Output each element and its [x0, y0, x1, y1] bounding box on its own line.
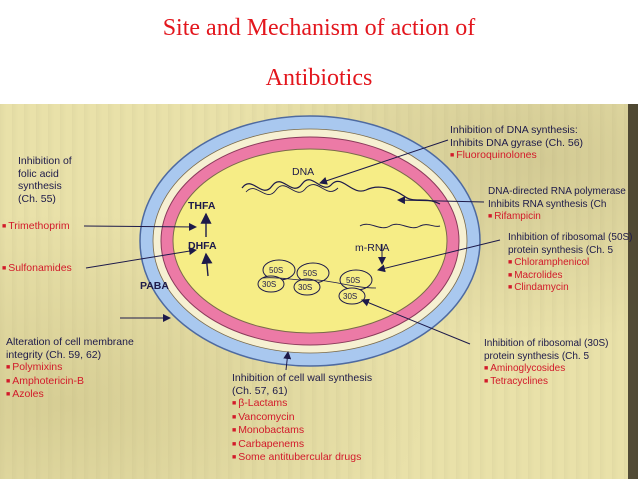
cell-membrane-heading: Alteration of cell membrane integrity (C… [6, 336, 134, 402]
ribosome30s-heading: Inhibition of ribosomal (30S) protein sy… [484, 338, 609, 388]
ribosome50s-heading: Inhibition of ribosomal (50S) protein sy… [508, 232, 633, 295]
folic-acid-heading: Inhibition of folic acid synthesis (Ch. … [18, 155, 72, 205]
aminoglycosides-drug: Aminoglycosides [484, 363, 609, 376]
ribosome-group-1 [257, 259, 296, 293]
mrna-label: m-RNA [355, 242, 390, 254]
trimethoprim-drug: Trimethoprim [2, 220, 69, 234]
vancomycin-drug: Vancomycin [232, 411, 372, 425]
slide-title-line-1: Site and Mechanism of action of [162, 15, 476, 41]
thfa-label: THFA [188, 200, 216, 212]
slide-title-line-2: Antibiotics [265, 65, 373, 91]
sulfonamides-drug: Sulfonamides [2, 262, 72, 276]
chloramphenicol-drug: Chloramphenicol [508, 257, 633, 270]
carbapenems-drug: Carbapenems [232, 438, 372, 452]
cell-wall-heading: Inhibition of cell wall synthesis (Ch. 5… [232, 372, 372, 465]
cell-wall-pointer [283, 351, 292, 371]
paba-label: PABA [140, 280, 169, 292]
dna-label: DNA [292, 166, 315, 178]
azoles-drug: Azoles [6, 388, 134, 402]
ribosome30s-pointer [361, 298, 471, 345]
clindamycin-drug: Clindamycin [508, 282, 633, 295]
rifampicin-drug: Rifampicin [488, 211, 626, 224]
trimethoprim-pointer [83, 222, 197, 231]
ribosome-50s-label-1: 50S [269, 266, 284, 275]
ribosome-30s-label-3: 30S [343, 292, 358, 301]
rna-polymerase-pointer [397, 196, 485, 205]
ribosome-30s-label-2: 30S [298, 283, 313, 292]
amphotericin-b-drug: Amphotericin-B [6, 375, 134, 389]
fluoroquinolones-drug: Fluoroquinolones [450, 149, 583, 163]
rna-polymerase-heading: DNA-directed RNA polymerase Inhibits RNA… [488, 186, 626, 224]
beta-lactams-drug: β-Lactams [232, 397, 372, 411]
mrna-ribosome-strand [261, 277, 377, 289]
dna-strand [241, 179, 441, 205]
dna-strand-2 [245, 184, 339, 195]
polymixins-drug: Polymixins [6, 361, 134, 375]
macrolides-drug: Macrolides [508, 270, 633, 283]
ribosome-50s-label-2: 50S [303, 269, 318, 278]
mrna-strand [359, 223, 441, 229]
ribosome-50s-label-3: 50S [346, 276, 361, 285]
dna-synthesis-pointer [319, 139, 449, 185]
antitubercular-drugs: Some antitubercular drugs [232, 451, 372, 465]
sulfonamides-pointer [85, 247, 197, 269]
dna-synthesis-heading: Inhibition of DNA synthesis: Inhibits DN… [450, 124, 583, 163]
ribosome50s-pointer [377, 239, 501, 273]
ribosome-30s-label-1: 30S [262, 280, 277, 289]
dhfa-label: DHFA [188, 240, 217, 252]
tetracyclines-drug: Tetracyclines [484, 376, 609, 389]
paba-to-dhfa-arrow [201, 252, 213, 277]
ribosome-group-3 [338, 269, 373, 305]
ribosome-group-2 [293, 262, 330, 296]
page-edge-shadow [628, 104, 638, 479]
monobactams-drug: Monobactams [232, 424, 372, 438]
cytoplasm [172, 148, 448, 334]
